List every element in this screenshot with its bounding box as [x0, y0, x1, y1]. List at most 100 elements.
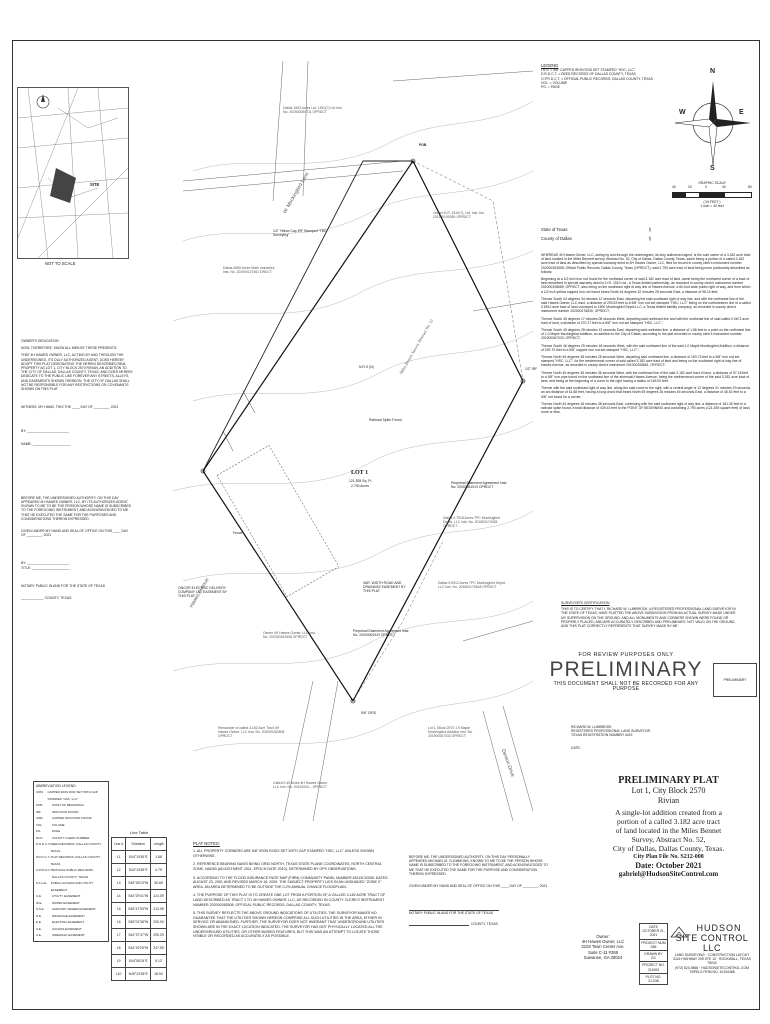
compass-icon	[674, 81, 751, 166]
notary-block-mid: BEFORE ME, THE UNDERSIGNED AUTHORITY, ON…	[409, 855, 549, 927]
scale-title: GRAPHIC SCALE	[698, 181, 726, 185]
dedication-text: THAT 4H HAWES OWNER, LLC, ACTING BY AND …	[21, 353, 133, 392]
note-item: 5. THIS SURVEY REFLECTS THE ABOVE GROUND…	[193, 911, 385, 939]
vicinity-scale-note: NOT TO SCALE	[45, 261, 76, 266]
legend-line: D.R.D.C.T. = DEED RECORDS OF DALLAS COUN…	[541, 72, 636, 77]
desc-call: Thence South 45 degrees 17 minutes 08 se…	[541, 316, 750, 325]
dedication-by2: BY: ______________________	[21, 561, 69, 566]
dedication-by: BY: ______________________	[21, 429, 69, 434]
section-sym: §	[648, 236, 651, 241]
lot-acres: 2.790 Acres	[351, 484, 369, 488]
dedication-heading: OWNER'S DEDICATION	[21, 339, 59, 343]
title-line: City Plan File No. S212-008	[633, 854, 704, 860]
prelim-bottom: THIS DOCUMENT SHALL NOT BE RECORDED FOR …	[553, 681, 699, 693]
legend-line: PG. = PAGE	[541, 85, 560, 90]
desc-call: Thence South 46 degrees 29 minutes 18 se…	[541, 343, 750, 352]
legend-title: LEGEND	[541, 63, 559, 68]
desc-call: Thence North 45 degrees 36 minutes 36 se…	[541, 370, 750, 384]
abbr-row: W.E.WATER EASEMENT	[36, 900, 80, 905]
company-addr: 3116 HIGHWAY 205 STE 10 · ROCKWALL, TEXA…	[673, 957, 751, 966]
owner-dedication: OWNER'S DEDICATION NOW, THEREFORE, KNOW …	[21, 339, 133, 600]
surveyor-signature: RICHARD W. LUMBROOK REGISTERED PROFESSIO…	[571, 725, 711, 750]
scale-tick: 40	[672, 185, 676, 190]
desc-call: Thence with the said southeast right of …	[541, 386, 751, 399]
legend-line: I.R.S. = 5/8" CAPPED IRON ROD SET STAMPE…	[541, 68, 636, 73]
owner-line: 4H Hawes Owner, LLC	[581, 939, 625, 945]
info-cell: PROJECT NO.211063	[640, 962, 667, 974]
table-header: Direction	[125, 837, 152, 852]
dedication-title: TITLE: ____________________	[21, 565, 70, 570]
info-cell: PLOT NO.21-036	[640, 974, 667, 984]
north-arrow: N S W E	[674, 63, 751, 173]
desc-whereas: WHEREAS 4H Hawes Owner, LLC, acting by a…	[541, 253, 751, 274]
title-line: Rivian	[657, 796, 680, 805]
plat-notes: PLAT NOTES: 1. ALL PROPERTY CORNERS ARE …	[193, 841, 393, 939]
company-logo: HUDSON SITE CONTROL LLC LAND SURVEYING ·…	[669, 923, 755, 974]
info-label: PROJECT NUM	[641, 940, 666, 945]
note-item: 4. THE PURPOSE OF THIS PLAT IS TO CREATE…	[193, 893, 386, 907]
scale-unit-title: ( IN FEET )	[703, 200, 721, 205]
table-header-row: Line # Direction Length	[110, 837, 168, 852]
parcel-2: Owner D.R. 1510(?), Ltd. Inst. No. 20110…	[433, 211, 485, 220]
note-item: 1. ALL PROPERTY CORNERS ARE 5/8" IRON RO…	[193, 849, 374, 858]
callout-iron-rod: 1/2" IRF	[525, 367, 538, 371]
company-addr: (972) 523-9866 · HUDSONSITECONTROL.COM	[675, 965, 749, 970]
info-label: PLOT NO.	[645, 974, 662, 979]
title-line: portion of a called 3.182 acre tract	[616, 817, 721, 826]
table-header: Length	[150, 837, 168, 852]
preliminary-stamp: FOR REVIEW PURPOSES ONLY PRELIMINARY THI…	[541, 652, 711, 693]
callout-pob: POB	[419, 143, 427, 147]
dedication-public: NOTARY PUBLIC IN AND FOR THE STATE OF TE…	[21, 583, 105, 588]
site-label: SITE	[90, 182, 100, 187]
company-firm: TBPELS FIRM NO. 10194468	[689, 969, 735, 974]
prelim-tag-text: PRELIMINARY	[723, 677, 747, 682]
desc-call: Thence South 45 degrees 28 minutes 13 se…	[541, 328, 751, 341]
sig-line: TEXAS REGISTRATION NUMBER 4419	[571, 733, 633, 738]
callout-railroad-spike: Railroad Spike Found	[369, 418, 402, 422]
legal-description: WHEREAS 4H Hawes Owner, LLC, acting by a…	[541, 253, 751, 415]
graphic-scale: GRAPHIC SCALE 40 20 0 40 80 ( IN FEET ) …	[668, 181, 756, 209]
survey-map-drawing	[172, 60, 534, 822]
callout-fence: Fence	[233, 531, 243, 535]
parcel-8: Lot 1, Block 2570 1.0 Maple Mockingbird …	[428, 726, 473, 739]
lot-title: LOT 1	[351, 470, 369, 476]
title-line: Survey, Abstract No. 52,	[631, 835, 706, 844]
note-item: 2. REFERENCE BEARING BASIS BEING GRID NO…	[193, 862, 382, 871]
desc-call: Thence North 45 degrees 38 minutes 28 se…	[541, 355, 742, 368]
compass-w: W	[679, 109, 686, 116]
surveyor-certification: SURVEYOR'S CERTIFICATION THIS IS TO CERT…	[561, 601, 741, 628]
scale-tick: 80	[748, 185, 752, 190]
info-value: 211063	[647, 967, 660, 972]
title-line: City of Dallas, Dallas County, Texas.	[612, 844, 725, 853]
parcel-3: Dallas 4080 Acres Mark Industries Inst. …	[223, 266, 275, 275]
callout-oncor: ONCOR ELECTRIC DELIVERY COMPANY LLC EASE…	[178, 586, 227, 599]
info-value: OCTOBER 21, 2021	[642, 929, 665, 938]
abbr-heading: ABBREVIATION LEGEND	[36, 784, 76, 788]
abbr-row: E.E.ELECTRIC EASEMENT	[36, 920, 85, 924]
owner-line: 3103 Town Center Ave.	[581, 944, 625, 950]
parcel-9: Called 0.45 Acres 4H Hawes Owner, LLC In…	[273, 781, 328, 790]
desc-beginning: Beginning at a 1/2 inch iron rod found f…	[541, 277, 751, 294]
legend: LEGEND I.R.S. = 5/8" CAPPED IRON ROD SET…	[541, 63, 691, 89]
callout-nrs: N.R.S (N)	[359, 365, 374, 369]
survey-map: LOT 1 121,539 Sq. Ft. 2.790 Acres Miles …	[163, 60, 543, 822]
info-value: 21-036	[648, 979, 659, 984]
dedication-witness: WITNESS, MY HAND, THIS THE ____ DAY OF _…	[21, 405, 119, 410]
abbr-row: P.R.D.C.T.PLAT RECORDS, DALLAS COUNTY, T…	[36, 855, 101, 866]
notary-given: GIVEN UNDER MY HAND AND SEAL OF OFFICE O…	[409, 884, 548, 889]
company-name-top: HUDSON	[696, 923, 742, 933]
compass-n: N	[710, 68, 716, 75]
owner-line: Suwanee, GA 30024	[583, 954, 623, 960]
state-text: State of Texas	[541, 227, 568, 232]
abbr-row: PG.PAGE	[36, 829, 61, 833]
